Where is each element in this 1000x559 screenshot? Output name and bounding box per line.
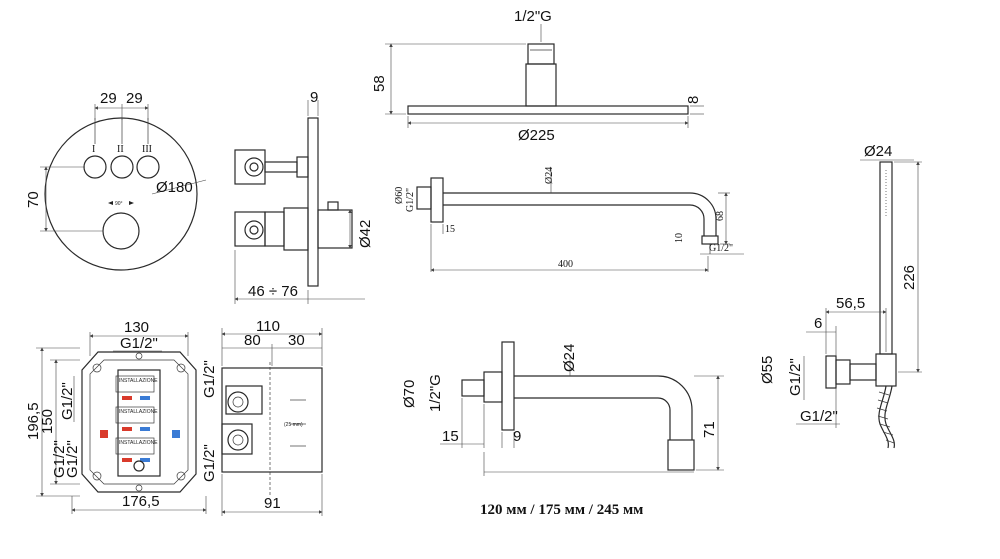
spout-tube-diameter-label: Ø24 [561,344,578,372]
arm-drop-label: 68 [715,211,726,221]
arm-inlet-thread-label: G1/2" [405,188,416,212]
hot-marker-2 [122,427,132,431]
plate-thickness-label: 9 [310,89,318,106]
outlet-knob-2 [110,155,134,179]
spout-length-options-caption: 120 мм / 175 мм / 245 мм [480,502,643,518]
flange-diameter-label: Ø60 [394,187,405,204]
side-bottom-label: 91 [264,495,281,512]
spacing-label-right: 29 [126,90,143,107]
head-height-label: 58 [371,75,388,92]
handle-diameter-label: Ø42 [357,220,374,248]
svg-text:INSTALLAZIONE: INSTALLAZIONE [119,409,158,415]
shower-arm-view: Ø24 Ø60 G1/2" 15 68 10 G1/2" 400 [394,167,744,272]
spout-gap-label: 9 [513,428,521,445]
head-thickness-label: 8 [685,96,702,104]
cold-marker-2 [140,427,150,431]
body-outer-height-label: 196,5 [25,402,42,440]
svg-text:INSTALLAZIONE: INSTALLAZIONE [119,378,158,384]
control-plate-front-view: 29 29 I II III 90° 70 Ø180 [25,90,207,271]
hand-shower-view: Ø24 226 56,5 6 Ø55 G1/2" G1/2" [759,143,922,449]
label-panel-3 [115,437,155,455]
cold-marker-1 [140,396,150,400]
arm-outlet-thread-label: G1/2" [709,243,733,254]
valve-side-view: 9 Ø42 46 ÷ 76 [234,89,374,304]
mark-label-1: I [92,144,95,155]
spout-view: Ø24 Ø70 1/2"G 15 9 71 120 мм / 175 мм / … [401,341,724,518]
hand-shower-diameter-label: Ø24 [864,143,892,160]
body-top-thread-label: G1/2" [120,335,158,352]
hand-shower-offset-label: 56,5 [836,295,865,312]
inlet-thread-label: 1/2"G [514,8,552,25]
body-thread-label-1: G1/2" [59,382,76,420]
thermostat-knob [102,212,140,250]
plate-diameter-label: Ø180 [156,179,193,196]
label-panel-2 [115,406,155,424]
concealed-body-side-view: (25 mm) 110 80 30 G1/2" G1/2" 91 [201,318,323,516]
outlet-knob-3 [136,155,160,179]
svg-text:(25 mm): (25 mm) [284,422,303,428]
hot-marker-3 [122,458,132,462]
side-part-a-label: 80 [244,332,261,349]
knob-distance-label: 70 [25,191,42,208]
side-thread-bottom-label: G1/2" [201,444,218,482]
outlet-gap-label: 6 [814,315,822,332]
hot-marker-1 [122,396,132,400]
head-diameter-label: Ø225 [518,127,555,144]
mark-label-3: III [142,144,152,155]
outlet-horizontal-thread-label: G1/2" [800,408,838,425]
arm-offset-label: 15 [445,224,455,235]
side-part-b-label: 30 [288,332,305,349]
spout-drop-label: 71 [701,421,718,438]
body-thread-label-2: G1/2" [51,440,68,478]
spout-thread-label: 1/2"G [427,374,444,412]
side-thread-top-label: G1/2" [201,360,218,398]
shower-head-view: 1/2"G 58 8 Ø225 [371,8,704,144]
svg-text:INSTALLAZIONE: INSTALLAZIONE [119,440,158,446]
label-panel-1 [115,375,155,393]
hand-shower-length-label: 226 [901,265,918,290]
angle-label: 90° [115,201,123,207]
body-thread-label-3: G1/2" [64,440,81,478]
cold-inlet-marker [172,430,180,438]
arm-tip-label: 10 [674,233,685,243]
side-depth-label: 110 [256,318,280,335]
outlet-vertical-thread-label: G1/2" [787,358,804,396]
arm-length-label: 400 [558,259,573,270]
spacing-label-left: 29 [100,90,117,107]
outlet-knob-1 [83,155,107,179]
hot-inlet-marker [100,430,108,438]
mark-label-2: II [117,144,124,155]
arm-tube-diameter-label: Ø24 [544,167,555,184]
concealed-body-front-view: INSTALLAZIONE INSTALLAZIONE INSTALLAZION… [25,319,207,514]
outlet-flange-diameter-label: Ø55 [759,356,776,384]
spout-offset-label: 15 [442,428,459,445]
cold-marker-3 [140,458,150,462]
body-bottom-width-label: 176,5 [122,493,160,510]
mounting-depth-label: 46 ÷ 76 [248,283,298,300]
body-inner-height-label: 150 [39,409,56,434]
body-width-label: 130 [124,319,149,336]
spout-flange-diameter-label: Ø70 [401,380,418,408]
